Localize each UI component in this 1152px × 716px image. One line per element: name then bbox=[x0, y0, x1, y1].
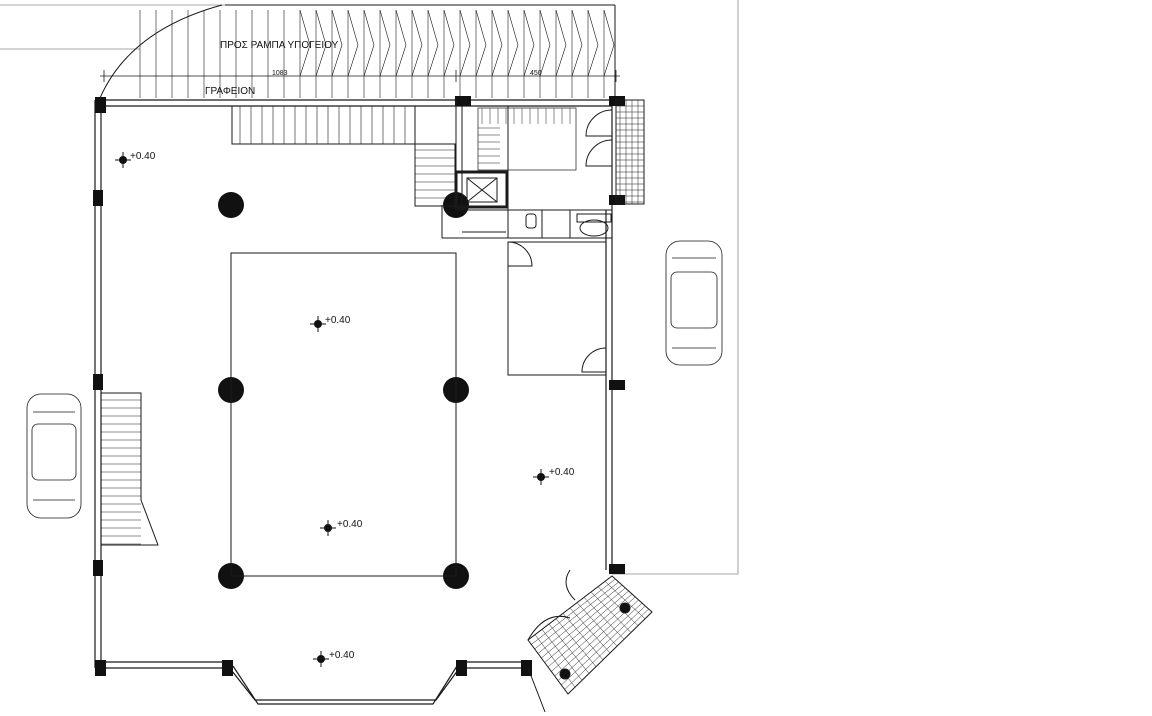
wall-posts bbox=[93, 96, 625, 676]
level-label: +0.40 bbox=[329, 650, 355, 661]
level-marker bbox=[320, 520, 336, 536]
level-label: +0.40 bbox=[325, 315, 351, 326]
stair-left bbox=[100, 392, 159, 546]
ramp-label: ΠΡΟΣ ΡΑΜΠΑ ΥΠΟΓΕΙΟΥ bbox=[220, 40, 339, 51]
office-label: ΓΡΑΦΕΙΟΝ bbox=[205, 86, 255, 97]
stair-top bbox=[231, 105, 456, 207]
dimension-left: 1083 bbox=[272, 70, 288, 77]
level-markers bbox=[115, 152, 549, 667]
dimension-ticks bbox=[103, 70, 617, 82]
ramp-to-basement bbox=[99, 4, 620, 99]
level-label: +0.40 bbox=[549, 467, 575, 478]
tiled-entry-bottom bbox=[527, 569, 653, 713]
dimension-right: 450 bbox=[530, 70, 542, 77]
car-right bbox=[665, 240, 723, 366]
central-void bbox=[230, 252, 457, 577]
car-left bbox=[26, 393, 82, 519]
site-boundary bbox=[0, 0, 739, 575]
level-label: +0.40 bbox=[130, 151, 156, 162]
exterior-walls bbox=[94, 99, 613, 705]
level-marker bbox=[313, 651, 329, 667]
tiled-entry-top bbox=[615, 99, 645, 205]
level-marker bbox=[310, 316, 326, 332]
level-label: +0.40 bbox=[337, 519, 363, 530]
level-marker bbox=[533, 469, 549, 485]
service-core bbox=[441, 100, 613, 376]
level-marker bbox=[115, 152, 131, 168]
